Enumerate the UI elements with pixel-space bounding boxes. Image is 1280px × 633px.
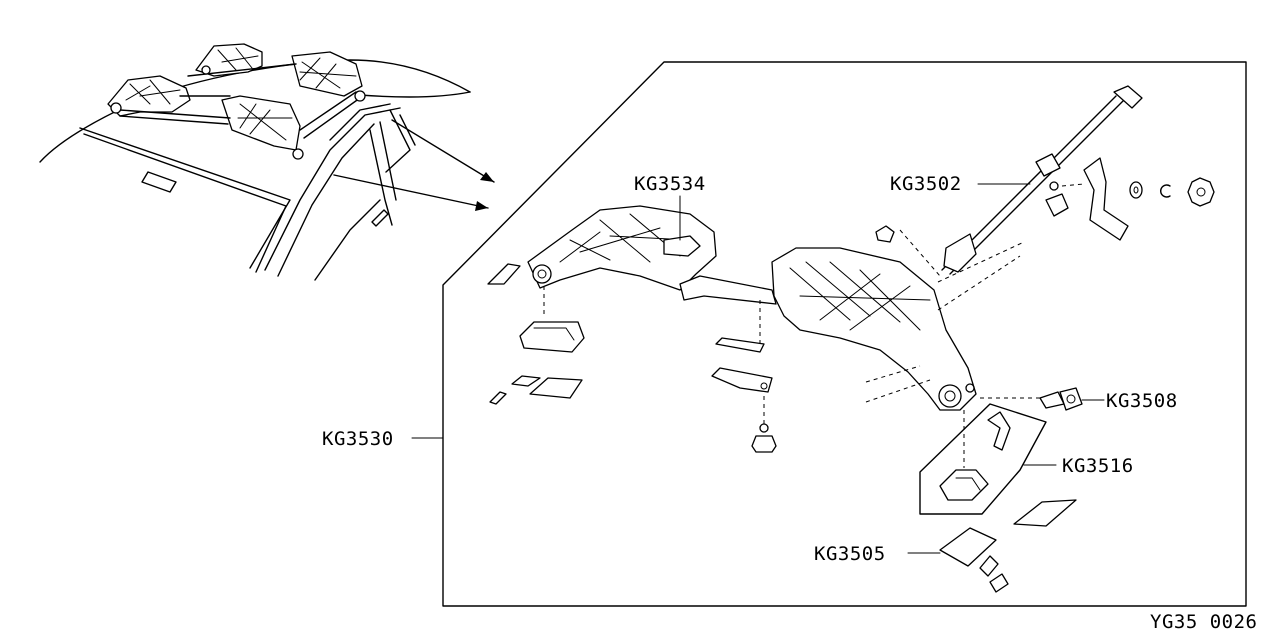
callout-kg3530: KG3530 <box>322 428 394 450</box>
callout-leaders <box>411 183 1105 554</box>
callout-kg3508: KG3508 <box>1106 390 1178 412</box>
figure-code: YG35 0026 <box>1150 611 1257 633</box>
carrier-assembly-exploded <box>487 85 1215 593</box>
exploded-view-frame <box>442 61 1247 607</box>
callout-kg3516: KG3516 <box>1062 455 1134 477</box>
callout-kg3534: KG3534 <box>634 173 706 195</box>
vehicle-roof-overview <box>39 43 495 281</box>
callout-kg3505: KG3505 <box>814 543 886 565</box>
callout-kg3502: KG3502 <box>890 173 962 195</box>
